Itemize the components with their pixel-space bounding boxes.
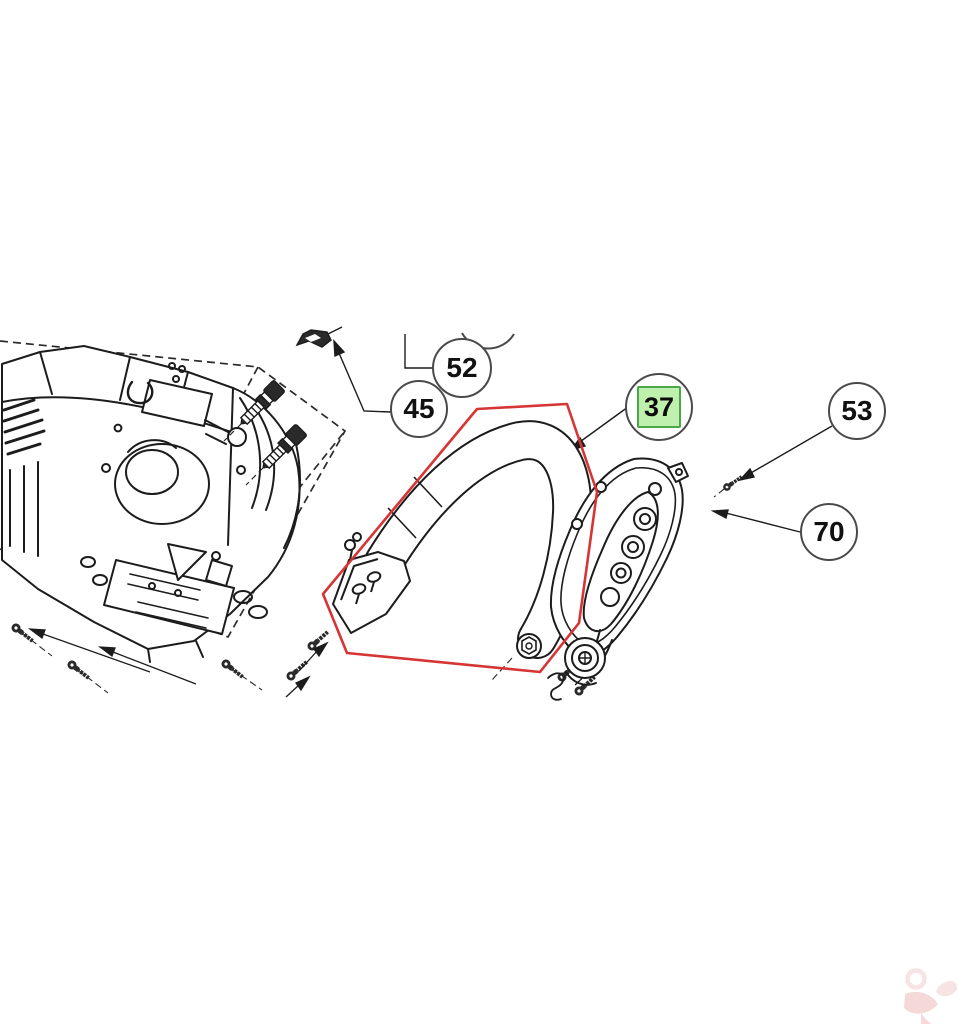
highlight-outline-37 [321, 402, 599, 674]
callout-70-label: 70 [813, 516, 845, 547]
callout-53-label: 53 [841, 395, 873, 426]
callout-45-label: 45 [403, 393, 435, 424]
leader-45 [338, 352, 392, 413]
watermark-logo [904, 968, 958, 1024]
callout-45[interactable]: 45 [390, 380, 448, 438]
callout-37[interactable]: 37 [625, 373, 693, 441]
callout-53[interactable]: 53 [828, 382, 886, 440]
arrowhead-53 [738, 467, 756, 482]
arrowhead-70 [710, 509, 729, 520]
leader-37 [576, 406, 629, 445]
assembly-arrow [27, 628, 600, 698]
leader-70 [721, 511, 801, 533]
callout-70[interactable]: 70 [800, 503, 858, 561]
callout-37-highlight-box: 37 [637, 386, 681, 428]
callout-37-label: 37 [643, 391, 675, 422]
mounting-bolt [261, 424, 307, 470]
bolt-axis-line [223, 423, 264, 486]
callout-52-label: 52 [446, 352, 478, 383]
handle-mount-plate [332, 532, 411, 634]
top-bracket-part [295, 326, 343, 348]
arrowhead-45 [333, 339, 346, 358]
leader-52 [404, 334, 432, 369]
motor-housing-drawing [1, 345, 301, 663]
front-handle-drawing [332, 420, 593, 681]
mounting-bolt [239, 380, 285, 426]
leader-53 [743, 425, 833, 478]
handguard-bracket-drawing [547, 457, 689, 701]
callout-52[interactable]: 52 [432, 338, 492, 398]
